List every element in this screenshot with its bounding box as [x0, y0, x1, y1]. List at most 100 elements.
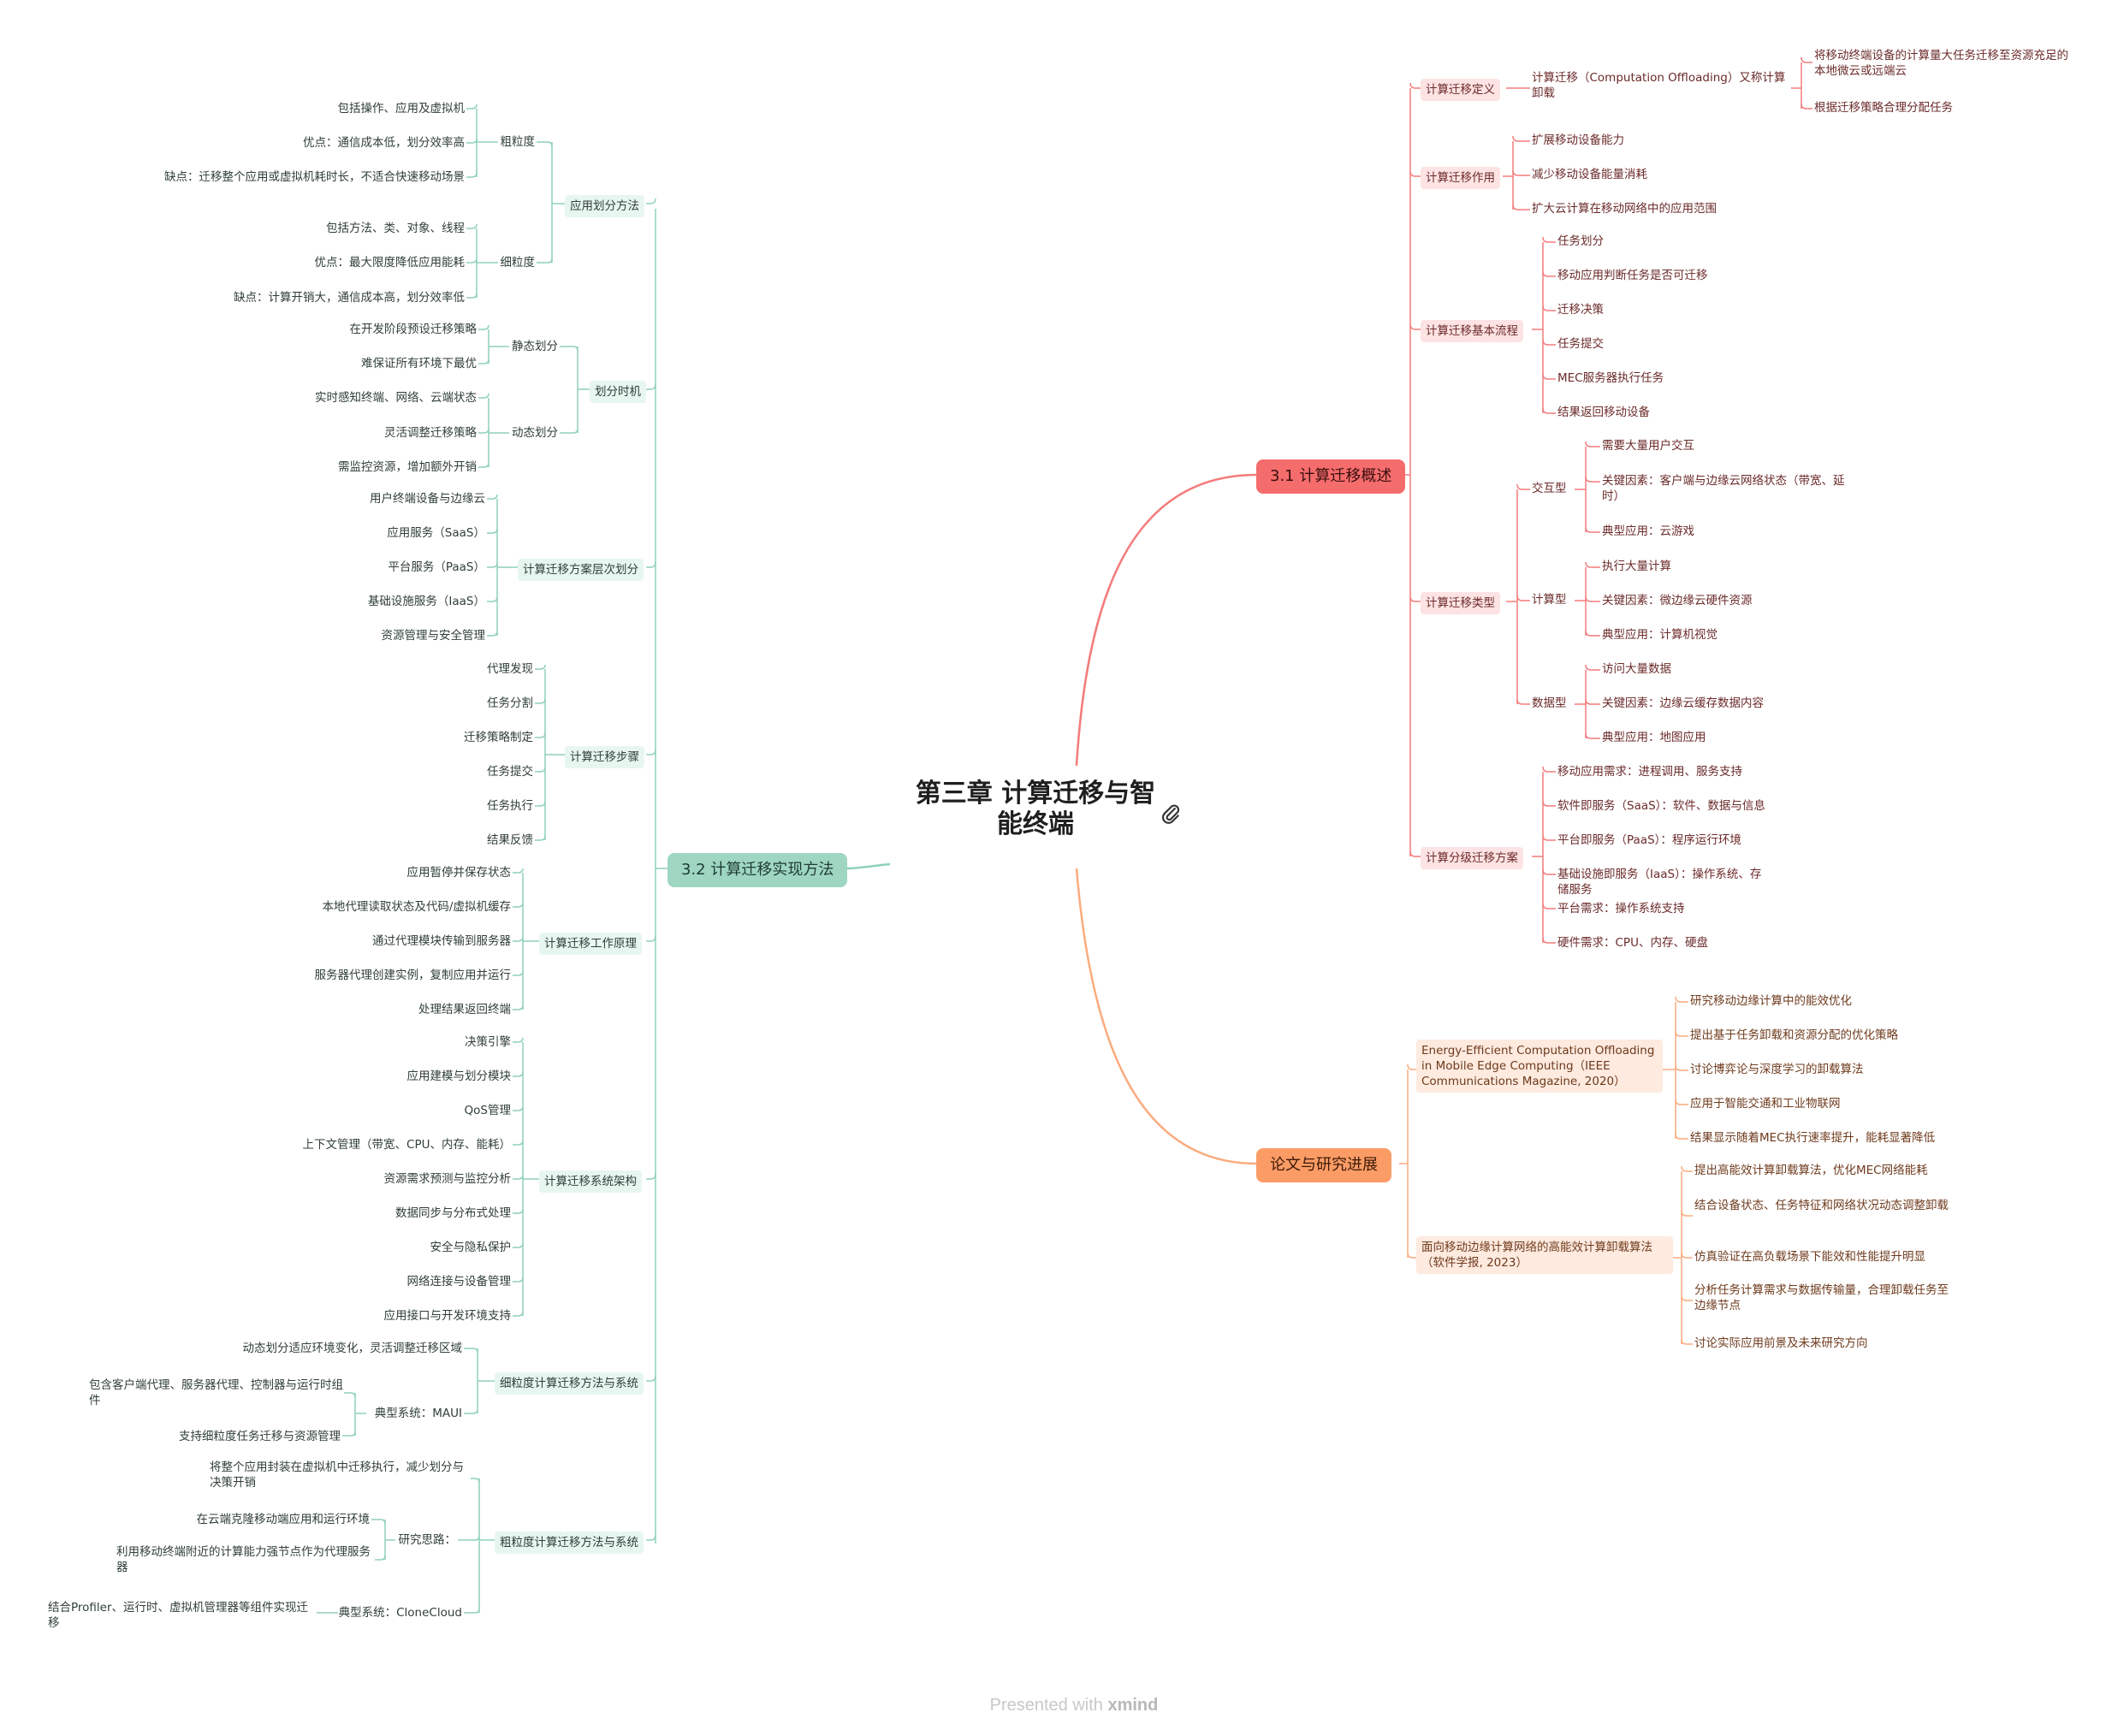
definition-point-2[interactable]: 根据迁移策略合理分配任务: [1814, 101, 1953, 115]
coarse-grained-desc[interactable]: 将整个应用封装在虚拟机中迁移执行，减少划分与决策开销: [210, 1460, 464, 1490]
fine-label[interactable]: 细粒度: [500, 256, 536, 270]
architecture-item[interactable]: QoS管理: [464, 1104, 511, 1117]
impl-partition_methods[interactable]: 应用划分方法: [565, 195, 644, 217]
step-item[interactable]: 结果反馈: [487, 833, 533, 847]
flow-item[interactable]: MEC服务器执行任务: [1557, 371, 1664, 385]
overview-types[interactable]: 计算迁移类型: [1421, 592, 1500, 614]
architecture-item[interactable]: 资源需求预测与监控分析: [383, 1172, 512, 1186]
clonecloud-label[interactable]: 典型系统：CloneCloud: [338, 1606, 462, 1620]
dynamic-item[interactable]: 需监控资源，增加额外开销: [338, 460, 477, 474]
flow-item[interactable]: 任务划分: [1557, 234, 1604, 248]
overview-levels[interactable]: 计算分级迁移方案: [1421, 847, 1523, 869]
paper2-point[interactable]: 仿真验证在高负载场景下能效和性能提升明显: [1694, 1250, 1925, 1264]
compute-item[interactable]: 关键因素：微边缘云硬件资源: [1602, 594, 1753, 607]
overview-definition[interactable]: 计算迁移定义: [1421, 79, 1500, 101]
level-item[interactable]: 基础设施即服务（IaaS）：操作系统、存储服务: [1557, 868, 1762, 897]
coarse-item[interactable]: 包括操作、应用及虚拟机: [337, 102, 466, 116]
principle-item[interactable]: 处理结果返回终端: [418, 1003, 511, 1016]
clonecloud-item[interactable]: 结合Profiler、运行时、虚拟机管理器等组件实现迁移: [48, 1601, 309, 1630]
branch-overview[interactable]: 3.1 计算迁移概述: [1256, 459, 1406, 494]
architecture-item[interactable]: 决策引擎: [465, 1035, 511, 1049]
coarse-item[interactable]: 优点：通信成本低，划分效率高: [303, 136, 465, 150]
fine-item[interactable]: 缺点：计算开销大，通信成本高，划分效率低: [234, 291, 465, 305]
architecture-item[interactable]: 应用接口与开发环境支持: [383, 1309, 512, 1323]
architecture-item[interactable]: 应用建模与划分模块: [406, 1069, 512, 1083]
role-item[interactable]: 扩大云计算在移动网络中的应用范围: [1532, 202, 1717, 216]
flow-item[interactable]: 结果返回移动设备: [1557, 406, 1650, 419]
static-item[interactable]: 难保证所有环境下最优: [361, 357, 477, 370]
architecture-item[interactable]: 安全与隐私保护: [430, 1241, 512, 1254]
step-item[interactable]: 任务执行: [487, 799, 533, 813]
paper1-point[interactable]: 研究移动边缘计算中的能效优化: [1690, 994, 1852, 1008]
paper2-point[interactable]: 结合设备状态、任务特征和网络状况动态调整卸载: [1694, 1199, 1949, 1212]
architecture-item[interactable]: 上下文管理（带宽、CPU、内存、能耗）: [302, 1138, 511, 1152]
paper-2[interactable]: 面向移动边缘计算网络的高能效计算卸载算法（软件学报, 2023）: [1416, 1236, 1673, 1274]
architecture-item[interactable]: 数据同步与分布式处理: [395, 1206, 511, 1220]
level-item[interactable]: 平台即服务（PaaS）：程序运行环境: [1557, 833, 1741, 847]
definition-term[interactable]: 计算迁移（Computation Offloading）又称计算卸载: [1532, 71, 1786, 100]
step-item[interactable]: 代理发现: [487, 662, 533, 676]
fine-item[interactable]: 包括方法、类、对象、线程: [326, 222, 465, 235]
compute-item[interactable]: 执行大量计算: [1602, 560, 1671, 573]
impl-architecture[interactable]: 计算迁移系统架构: [539, 1170, 642, 1193]
coarse-label[interactable]: 粗粒度: [500, 135, 536, 149]
paper-1[interactable]: Energy-Efficient Computation Offloading …: [1416, 1040, 1663, 1093]
paper1-point[interactable]: 结果显示随着MEC执行速率提升，能耗显著降低: [1690, 1131, 1936, 1145]
level-item[interactable]: 硬件需求：CPU、内存、硬盘: [1557, 936, 1708, 950]
fine-item[interactable]: 优点：最大限度降低应用能耗: [314, 256, 466, 270]
idea-label[interactable]: 研究思路：: [398, 1533, 457, 1547]
fine-grained-desc[interactable]: 动态划分适应环境变化，灵活调整迁移区域: [242, 1342, 463, 1355]
overview-role[interactable]: 计算迁移作用: [1421, 167, 1500, 189]
interactive-item[interactable]: 典型应用：云游戏: [1602, 524, 1694, 538]
principle-item[interactable]: 本地代理读取状态及代码/虚拟机缓存: [322, 900, 511, 914]
level-item[interactable]: 移动应用需求：进程调用、服务支持: [1557, 765, 1742, 779]
principle-item[interactable]: 服务器代理创建实例，复制应用并运行: [314, 969, 512, 982]
idea-item[interactable]: 在云端克隆移动端应用和运行环境: [196, 1513, 371, 1526]
paper2-point[interactable]: 讨论实际应用前景及未来研究方向: [1694, 1336, 1868, 1350]
dynamic-item[interactable]: 灵活调整迁移策略: [384, 426, 477, 440]
interactive-item[interactable]: 关键因素：客户端与边缘云网络状态（带宽、延时）: [1602, 474, 1845, 503]
impl-coarse_grained[interactable]: 粗粒度计算迁移方法与系统: [495, 1532, 644, 1554]
layer-item[interactable]: 用户终端设备与边缘云: [370, 492, 485, 506]
impl-timing[interactable]: 划分时机: [590, 381, 646, 403]
branch-implementation[interactable]: 3.2 计算迁移实现方法: [667, 853, 848, 887]
role-item[interactable]: 减少移动设备能量消耗: [1532, 168, 1647, 181]
idea-item[interactable]: 利用移动终端附近的计算能力强节点作为代理服务器: [116, 1545, 371, 1574]
maui-item[interactable]: 包含客户端代理、服务器代理、控制器与运行时组件: [89, 1378, 343, 1407]
impl-principle[interactable]: 计算迁移工作原理: [539, 933, 642, 955]
branch-papers[interactable]: 论文与研究进展: [1256, 1148, 1391, 1182]
interactive-item[interactable]: 需要大量用户交互: [1602, 439, 1694, 453]
maui-item[interactable]: 支持细粒度任务迁移与资源管理: [179, 1430, 341, 1443]
layer-item[interactable]: 平台服务（PaaS）: [388, 560, 485, 574]
level-item[interactable]: 软件即服务（SaaS）：软件、数据与信息: [1557, 799, 1765, 813]
compute-item[interactable]: 典型应用：计算机视觉: [1602, 628, 1717, 642]
step-item[interactable]: 迁移策略制定: [464, 731, 533, 744]
paper1-point[interactable]: 应用于智能交通和工业物联网: [1690, 1097, 1841, 1111]
paper1-point[interactable]: 讨论博弈论与深度学习的卸载算法: [1690, 1063, 1864, 1076]
layer-item[interactable]: 资源管理与安全管理: [381, 629, 486, 643]
principle-item[interactable]: 通过代理模块传输到服务器: [372, 934, 511, 948]
flow-item[interactable]: 移动应用判断任务是否可迁移: [1557, 269, 1708, 282]
step-item[interactable]: 任务分割: [487, 696, 533, 710]
layer-item[interactable]: 应用服务（SaaS）: [387, 526, 485, 540]
flow-item[interactable]: 任务提交: [1557, 337, 1604, 351]
impl-steps[interactable]: 计算迁移步骤: [565, 746, 644, 768]
role-item[interactable]: 扩展移动设备能力: [1532, 133, 1624, 147]
principle-item[interactable]: 应用暂停并保存状态: [406, 866, 512, 880]
maui-label[interactable]: 典型系统：MAUI: [374, 1407, 462, 1420]
dynamic-item[interactable]: 实时感知终端、网络、云端状态: [315, 391, 477, 405]
overview-flow[interactable]: 计算迁移基本流程: [1421, 320, 1523, 342]
paper2-point[interactable]: 分析任务计算需求与数据传输量，合理卸载任务至边缘节点: [1694, 1283, 1949, 1312]
paper1-point[interactable]: 提出基于任务卸载和资源分配的优化策略: [1690, 1028, 1898, 1042]
step-item[interactable]: 任务提交: [487, 765, 533, 779]
data-item[interactable]: 典型应用：地图应用: [1602, 731, 1706, 744]
flow-item[interactable]: 迁移决策: [1557, 303, 1604, 317]
level-item[interactable]: 平台需求：操作系统支持: [1557, 902, 1685, 915]
impl-layers[interactable]: 计算迁移方案层次划分: [518, 559, 644, 581]
static-label[interactable]: 静态划分: [512, 340, 558, 353]
type-data[interactable]: 数据型: [1532, 696, 1567, 710]
type-compute[interactable]: 计算型: [1532, 593, 1567, 607]
root-topic[interactable]: 第三章 计算迁移与智能终端: [915, 779, 1156, 839]
static-item[interactable]: 在开发阶段预设迁移策略: [349, 323, 478, 336]
architecture-item[interactable]: 网络连接与设备管理: [406, 1275, 512, 1289]
